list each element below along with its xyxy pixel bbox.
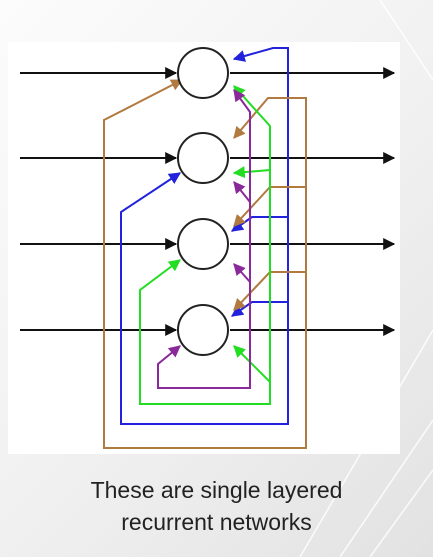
slide-caption: These are single layered recurrent netwo… <box>0 474 433 538</box>
caption-line-2: recurrent networks <box>121 509 312 535</box>
feedback-edges-node3 <box>139 85 271 405</box>
caption-line-1: These are single layered <box>90 477 343 503</box>
neuron-node-2 <box>177 132 229 184</box>
neuron-nodes <box>177 47 229 356</box>
feedback-edges-node4 <box>157 89 251 389</box>
recurrent-network-diagram <box>20 47 396 449</box>
diagram-panel <box>8 42 400 454</box>
neuron-node-3 <box>177 218 229 270</box>
neuron-node-4 <box>177 304 229 356</box>
neuron-node-1 <box>177 47 229 99</box>
input-output-lines <box>20 67 396 336</box>
